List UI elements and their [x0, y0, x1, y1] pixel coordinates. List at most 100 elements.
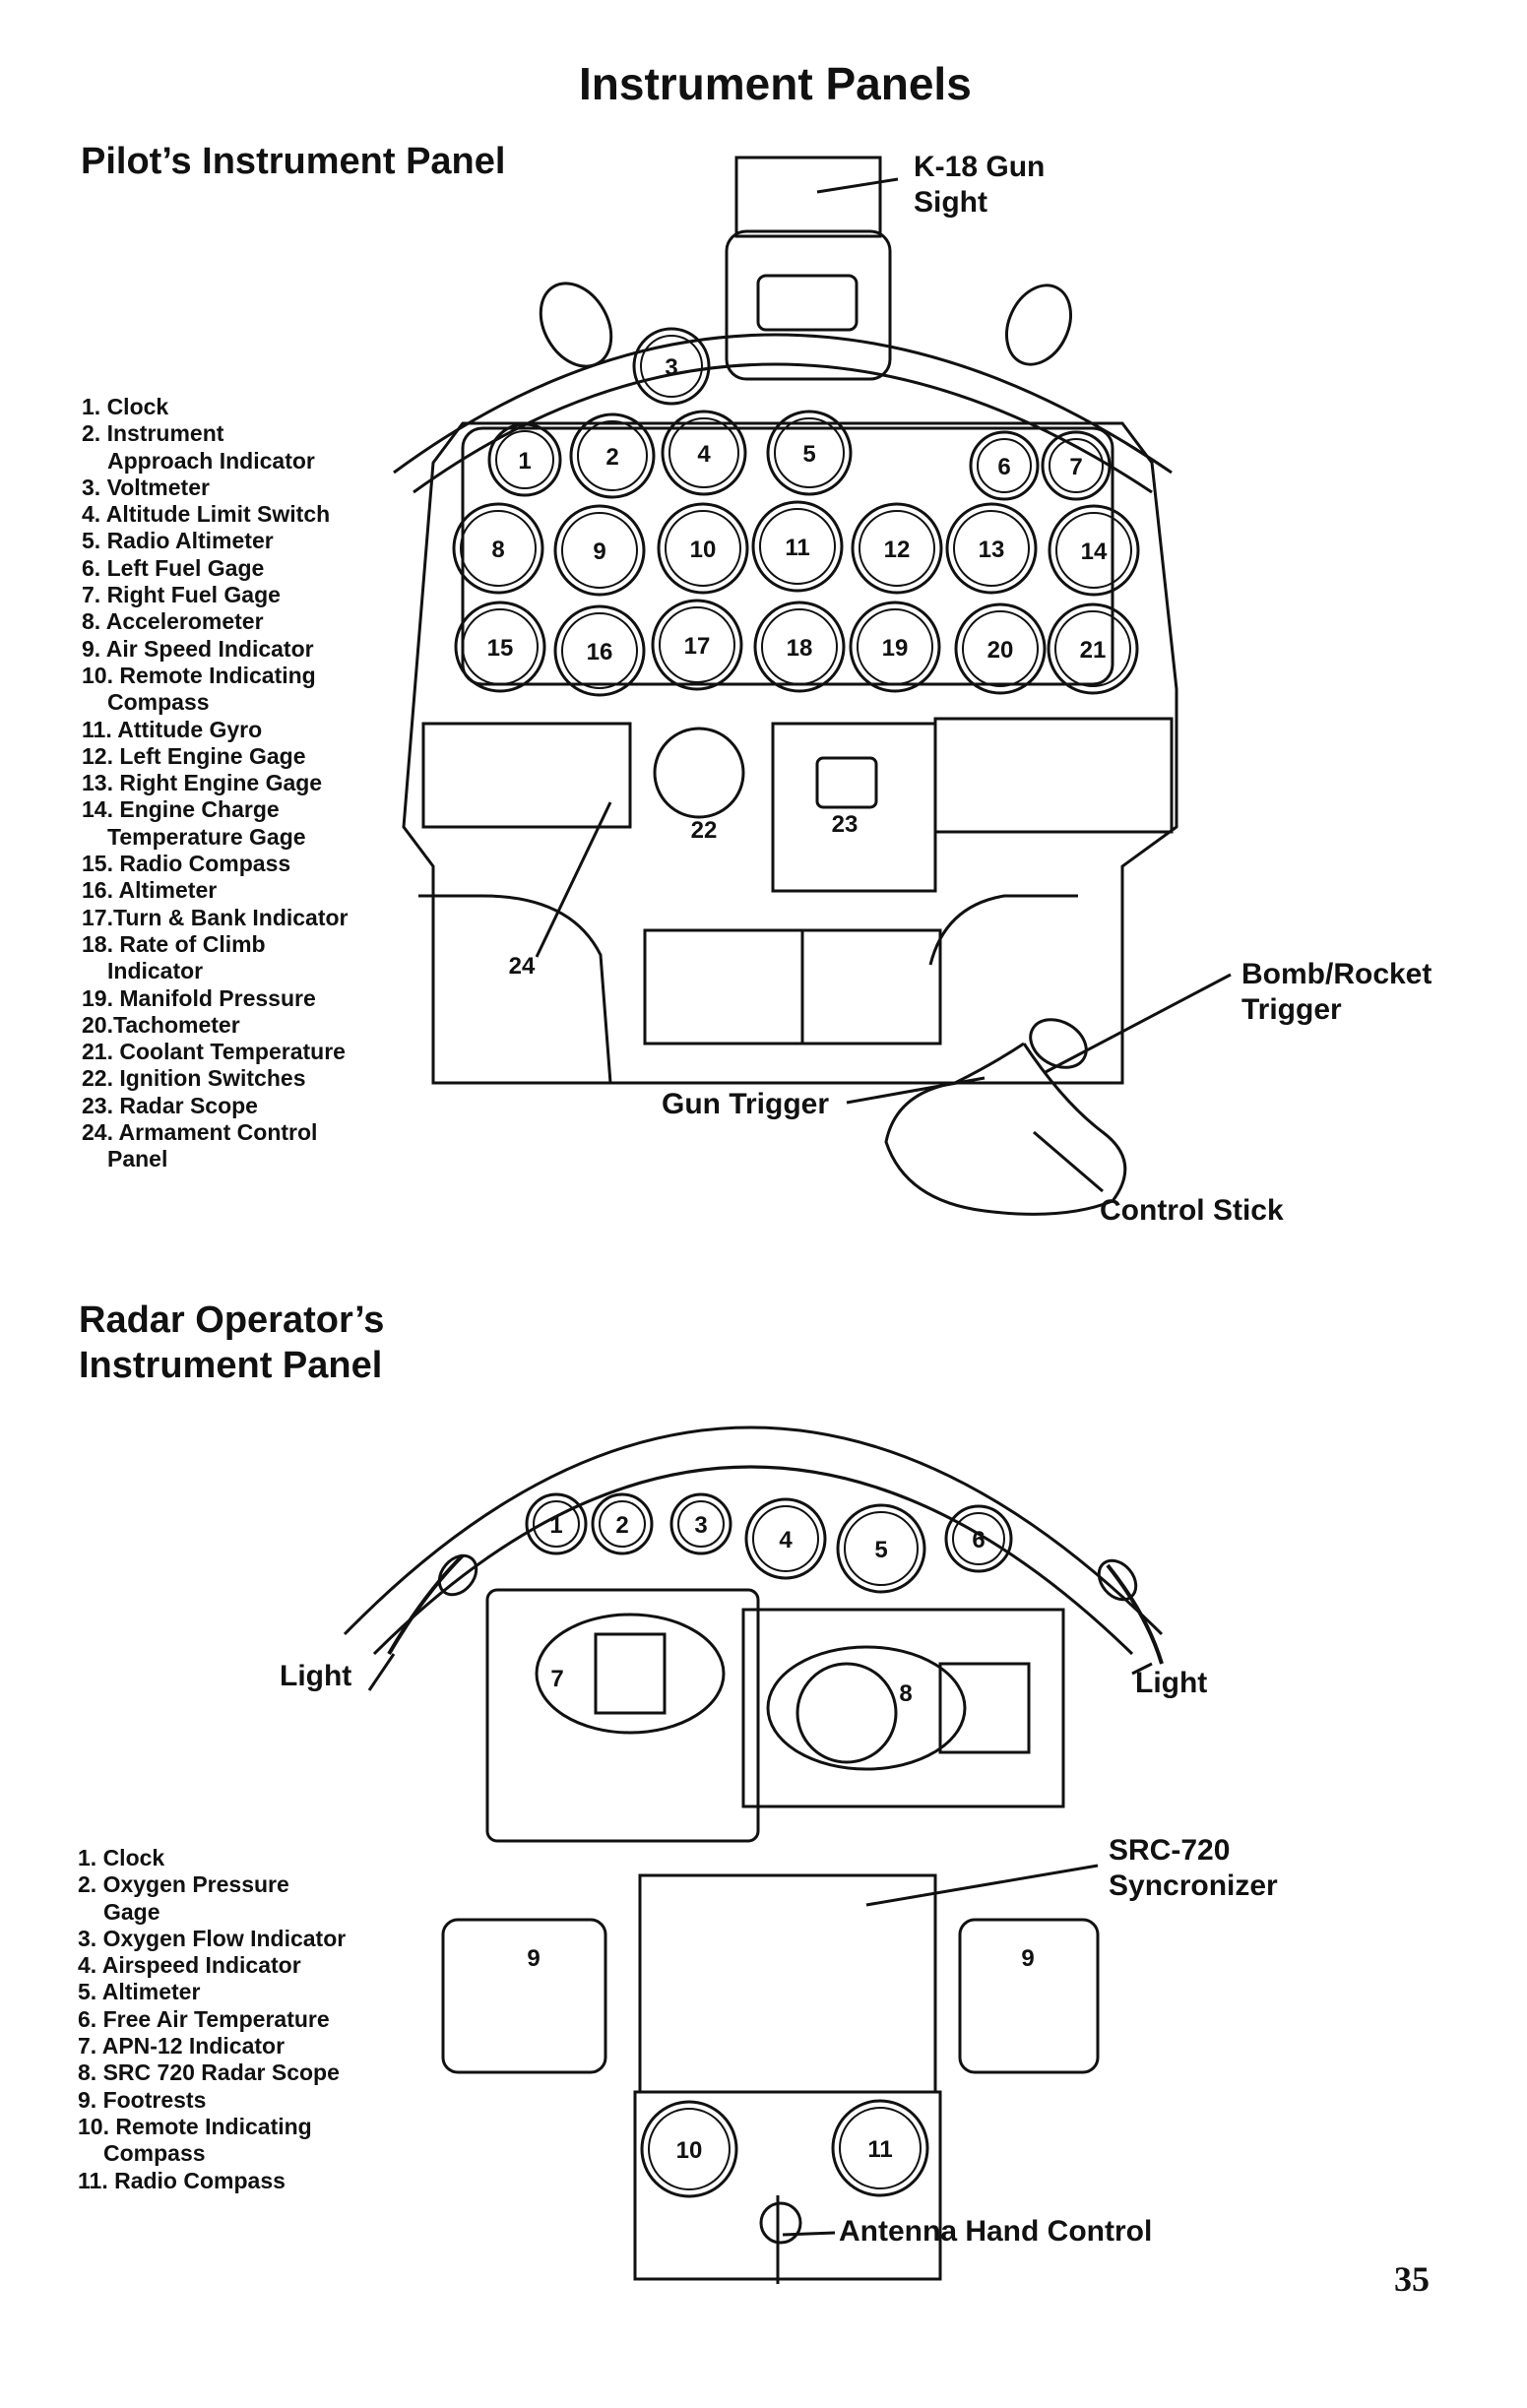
gauge-face — [952, 1512, 1005, 1565]
gauge-ring — [553, 604, 646, 697]
legend-item: 9. Footrests — [78, 2086, 207, 2113]
gauge-number: 19 — [882, 635, 909, 662]
gauge-number: 5 — [802, 441, 815, 468]
legend-item: 4. Airspeed Indicator — [78, 1952, 301, 1979]
canopy-arc-outer — [393, 333, 1173, 475]
leader-bomb-trigger — [1043, 973, 1232, 1075]
gauge-number: 11 — [867, 2136, 892, 2163]
gauge-number: 10 — [676, 2137, 703, 2164]
legend-item: 4. Altitude Limit Switch — [82, 501, 331, 528]
pilot-panel-outline — [402, 421, 1178, 1085]
legend-item: 8. Accelerometer — [82, 608, 264, 635]
gauge-number: 12 — [884, 537, 911, 563]
gauge-face — [1054, 610, 1131, 687]
gauge-number: 8 — [491, 537, 504, 563]
gauge-face — [1049, 438, 1104, 493]
callout-syncronizer-line-2: Syncronizer — [1109, 1869, 1278, 1902]
legend-item: 18. Rate of Climb — [82, 930, 266, 957]
radar-heading-line-1: Radar Operator’s — [79, 1299, 385, 1341]
gauge-ring — [849, 601, 941, 693]
gauge-face — [561, 512, 638, 589]
callout-control-stick: Control Stick — [1100, 1194, 1284, 1227]
legend-item: Temperature Gage — [107, 823, 306, 850]
control-stick — [884, 1042, 1127, 1216]
callout-antenna: Antenna Hand Control — [839, 2215, 1153, 2248]
gauge-number: 22 — [691, 817, 718, 844]
gauge-face — [839, 2107, 922, 2189]
leader-gun-sight — [816, 177, 899, 194]
gauge-ring — [969, 430, 1040, 501]
ignition-switch-panel — [421, 722, 632, 829]
legend-item: 2. Oxygen Pressure — [78, 1871, 289, 1898]
callout-bomb-trigger-line-2: Trigger — [1241, 993, 1342, 1026]
page-number: 35 — [1394, 2259, 1430, 2299]
gauge-number: 1 — [518, 448, 531, 475]
gauge-face — [659, 606, 735, 683]
gauge-number: 3 — [694, 1512, 707, 1539]
gauge-face — [665, 510, 741, 587]
radar-canopy-arc-inner — [372, 1465, 1134, 1656]
callout-bomb-trigger-line-1: Bomb/Rocket — [1241, 958, 1432, 990]
legend-item: 3. Oxygen Flow Indicator — [78, 1925, 347, 1951]
gauge-ring — [661, 410, 747, 496]
gauge-face — [752, 1505, 819, 1572]
gauge-number: 9 — [593, 539, 605, 565]
gauge-number: 21 — [1080, 637, 1107, 664]
gauge-number: 2 — [615, 1512, 628, 1539]
gauge-face — [561, 612, 638, 689]
callout-gun-sight: K-18 Gun Sight — [914, 150, 1045, 221]
gauge-face — [1055, 512, 1132, 589]
callout-gun-trigger: Gun Trigger — [662, 1088, 830, 1120]
legend-item: Gage — [103, 1898, 160, 1925]
legend-item: 1. Clock — [82, 394, 169, 419]
gauge-ring — [1048, 504, 1140, 597]
gauge-face — [599, 1500, 646, 1548]
gauge-face — [640, 335, 703, 398]
legend-item: 10. Remote Indicating — [82, 662, 316, 688]
gauge-number: 8 — [899, 1680, 912, 1707]
pilot-radar-scope — [771, 722, 937, 893]
gauge-face — [495, 430, 554, 489]
gauge-ring — [945, 502, 1038, 595]
radar-heading-line-2: Instrument Panel — [79, 1345, 383, 1386]
gun-sight-glass — [734, 156, 882, 238]
legend-item: 6. Left Fuel Gage — [82, 554, 265, 581]
gauge-number: 5 — [874, 1537, 887, 1563]
gauge-number: 14 — [1081, 539, 1108, 565]
gauge-number: 24 — [509, 953, 536, 980]
src-720-box — [741, 1608, 1065, 1808]
gauge-face — [859, 510, 935, 587]
gauge-face — [677, 1500, 725, 1548]
gauge-ring — [452, 502, 544, 595]
gauge-number: 7 — [1069, 454, 1082, 480]
legend-item: 22. Ignition Switches — [82, 1065, 306, 1092]
gauge-ring — [751, 500, 844, 593]
gauge-face — [774, 417, 845, 488]
legend-item: 8. SRC 720 Radar Scope — [78, 2059, 340, 2086]
right-switch-panel — [933, 717, 1174, 834]
leader-syncronizer — [865, 1864, 1099, 1907]
gauge-number: 13 — [979, 537, 1005, 563]
legend-item: 6. Free Air Temperature — [78, 2005, 330, 2032]
gauge-ring — [525, 1492, 588, 1555]
legend-item: Compass — [107, 689, 210, 716]
gauge-ring — [591, 1492, 654, 1555]
pilot-light-left — [539, 282, 613, 368]
callout-gun-sight-line-2: Sight — [914, 186, 987, 219]
legend-item: 21. Coolant Temperature — [82, 1039, 346, 1065]
legend-item: 20.Tachometer — [82, 1011, 240, 1038]
leader-light-right — [1131, 1662, 1153, 1676]
radar-lower-panel — [633, 2090, 942, 2281]
gauge-face — [462, 608, 539, 685]
pilot-panel-heading: Pilot’s Instrument Panel — [81, 141, 506, 182]
gauge-ring — [753, 601, 846, 693]
gun-sight-body — [725, 229, 892, 381]
gauge-ring — [836, 1503, 926, 1594]
callout-bomb-trigger: Bomb/Rocket Trigger — [1241, 957, 1432, 1028]
gauge-number: 7 — [550, 1666, 563, 1692]
legend-item: 1. Clock — [78, 1845, 165, 1870]
gauge-number: 9 — [1021, 1945, 1034, 1972]
